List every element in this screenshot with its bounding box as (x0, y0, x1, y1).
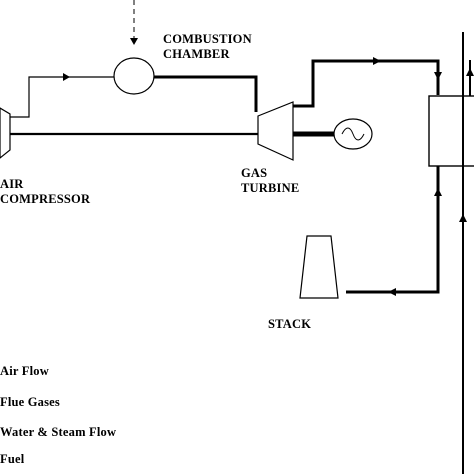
hot-gas-line (154, 75, 258, 112)
flue-gas-line-top (293, 59, 440, 108)
legend-fuel: Fuel (0, 452, 25, 466)
hrsg (428, 95, 474, 167)
air-compressor-label: AIR COMPRESSOR (0, 177, 90, 207)
combustion-chamber-label-line1: COMBUSTION (163, 32, 252, 46)
combustion-chamber-label: COMBUSTION CHAMBER (163, 32, 252, 62)
gas-turbine-label-line2: TURBINE (241, 181, 300, 195)
water-arrow-icon (459, 214, 467, 222)
gas-turbine (257, 101, 294, 161)
air-compressor-label-line1: AIR (0, 177, 24, 191)
flue-gas-up-arrow-icon (434, 188, 442, 196)
flue-gas-arrow-icon (373, 57, 381, 65)
gas-turbine-label: GAS TURBINE (241, 166, 299, 196)
legend-flue-gases: Flue Gases (0, 395, 60, 409)
stack (299, 235, 339, 299)
flue-gas-line-bottom (346, 166, 440, 294)
generator-sine-icon (341, 127, 365, 141)
combustion-chamber-label-line2: CHAMBER (163, 47, 230, 61)
legend-air-flow: Air Flow (0, 364, 49, 378)
air-flow-arrow-icon (63, 73, 70, 81)
combustion-chamber (113, 57, 155, 95)
gas-turbine-label-line1: GAS (241, 166, 268, 180)
flue-gas-left-arrow-icon (388, 288, 396, 296)
stack-label: STACK (268, 317, 312, 331)
air-compressor-label-line2: COMPRESSOR (0, 192, 91, 206)
fuel-arrow-icon (130, 38, 138, 45)
flue-gas-down-arrow-icon (434, 72, 442, 80)
air-compressor (0, 107, 11, 159)
steam-arrow-icon (466, 68, 474, 76)
legend-water-steam-flow: Water & Steam Flow (0, 425, 117, 439)
air-flow-line (10, 76, 114, 118)
